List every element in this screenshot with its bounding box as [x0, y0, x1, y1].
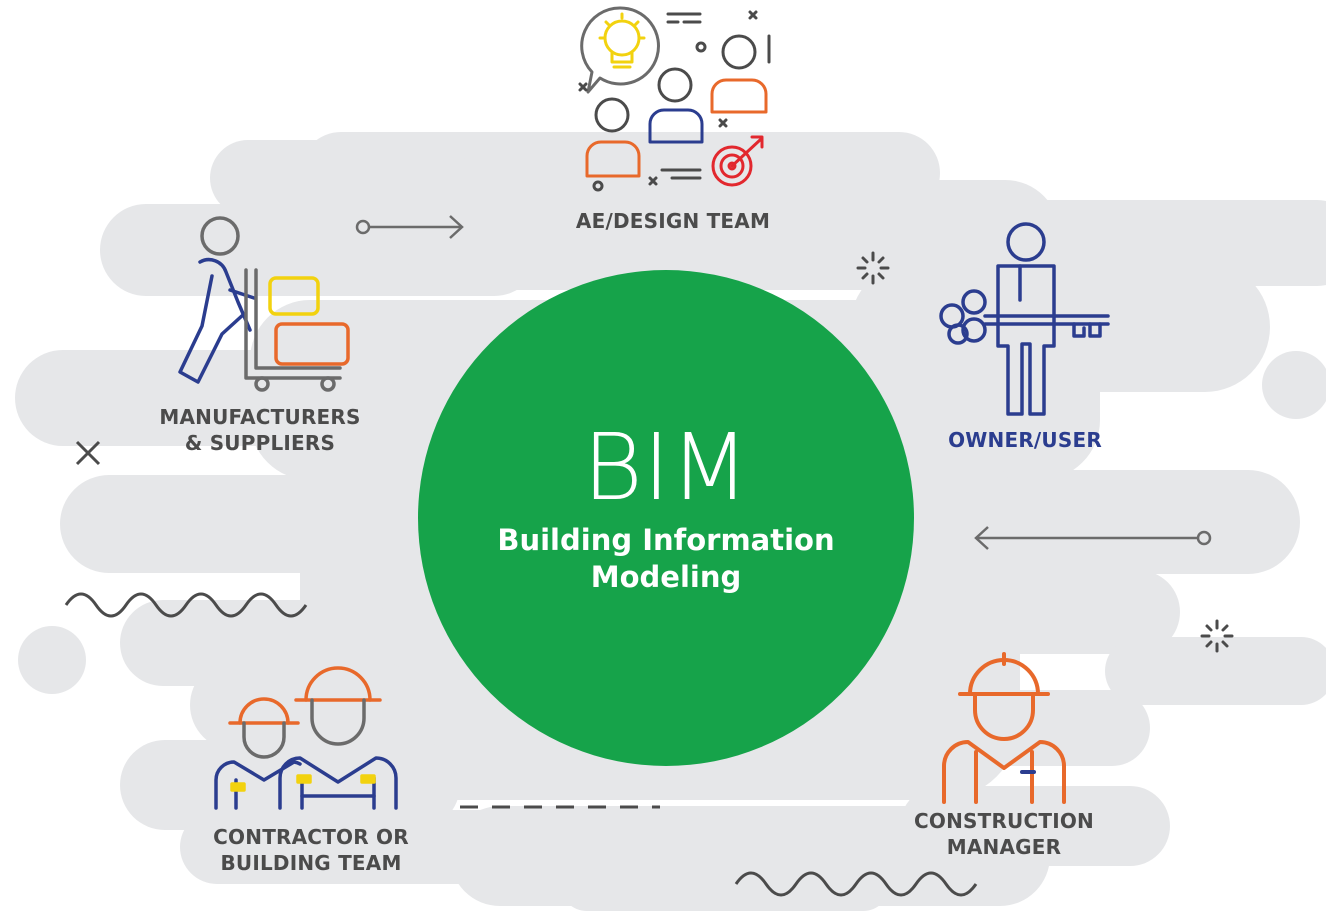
wavy-line-icon: [734, 871, 978, 897]
hub-title: BIM: [582, 414, 750, 521]
label-manufacturers: MANUFACTURERS & SUPPLIERS: [140, 404, 380, 456]
cross-mark-icon: [75, 440, 101, 466]
owner-with-key-icon: [939, 222, 1110, 416]
right-arrow-icon: [355, 215, 464, 239]
label-ae-design-team: AE/DESIGN TEAM: [558, 208, 788, 234]
label-line: CONTRACTOR OR: [213, 825, 409, 849]
hub-subtitle-line: Modeling: [590, 560, 742, 594]
left-arrow-icon: [974, 526, 1212, 550]
construction-manager-icon: [942, 652, 1066, 804]
hub-subtitle: Building Information Modeling: [418, 522, 914, 596]
label-line: OWNER/USER: [948, 428, 1102, 452]
workers-hardhat-icon: [214, 666, 398, 810]
label-line: CONSTRUCTION: [913, 809, 1094, 833]
wavy-line-icon: [64, 592, 308, 618]
hub-subtitle-line: Building Information: [497, 523, 835, 557]
sparkle-icon: [856, 251, 890, 285]
sparkle-icon: [1200, 619, 1234, 653]
label-line: BUILDING TEAM: [220, 851, 402, 875]
label-owner-user: OWNER/USER: [930, 427, 1120, 453]
label-construction-manager: CONSTRUCTION MANAGER: [894, 808, 1114, 860]
label-contractor: CONTRACTOR OR BUILDING TEAM: [186, 824, 436, 876]
team-brainstorm-icon: [578, 6, 771, 192]
label-line: MANAGER: [946, 835, 1062, 859]
label-line: AE/DESIGN TEAM: [575, 209, 771, 233]
label-line: & SUPPLIERS: [184, 431, 336, 455]
bim-hub-circle: BIM Building Information Modeling: [418, 270, 914, 766]
label-line: MANUFACTURERS: [159, 405, 361, 429]
worker-cart-icon: [178, 216, 350, 392]
